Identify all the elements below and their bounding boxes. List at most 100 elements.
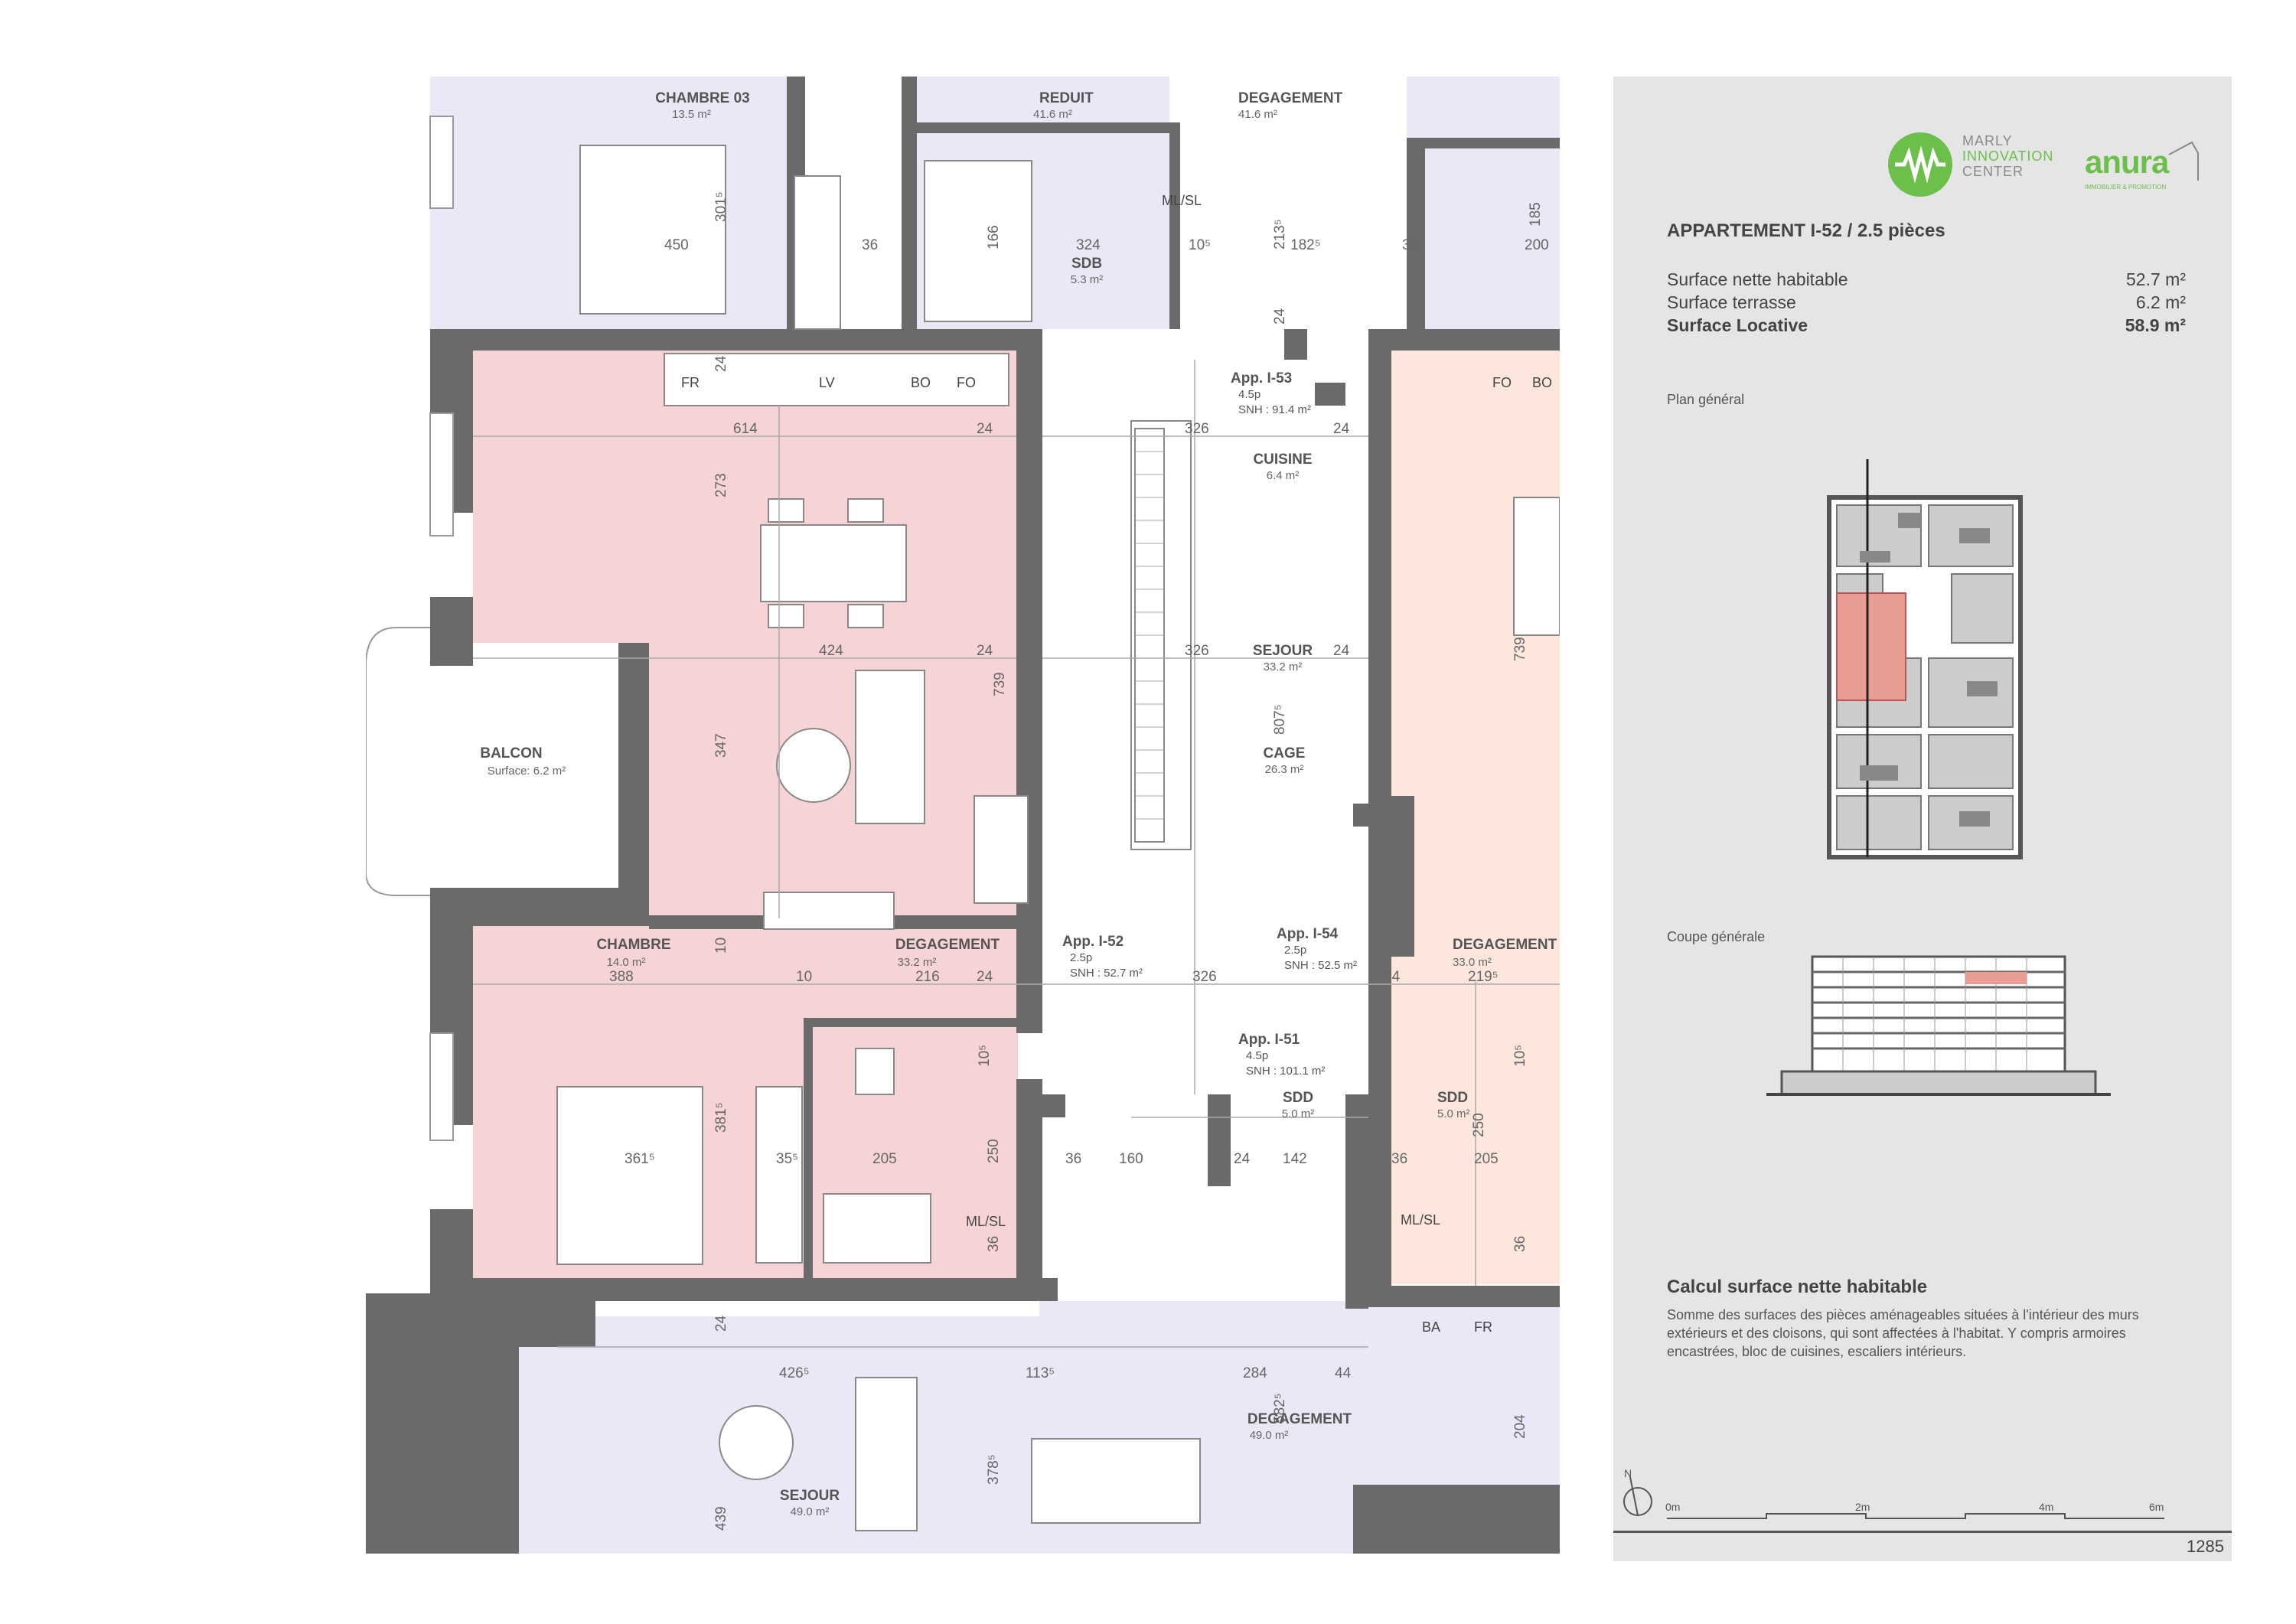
- dim: 24: [1234, 1151, 1251, 1167]
- fixture-fo: FO: [957, 375, 976, 390]
- coupe-generale-label: Coupe générale: [1667, 929, 1766, 944]
- wall: [1529, 1515, 1560, 1554]
- round-table-bottom: [719, 1405, 794, 1480]
- dim-vertical: 347: [713, 733, 729, 758]
- fixture-bo: BO: [911, 375, 931, 390]
- wall: [430, 597, 473, 666]
- dim-vertical: 10⁵: [977, 1045, 993, 1067]
- dim: 35⁵: [776, 1151, 798, 1167]
- wall: [618, 643, 649, 926]
- chair: [768, 498, 804, 523]
- toilet: [855, 1048, 895, 1095]
- dim: 205: [872, 1151, 897, 1167]
- fixture-bo-right: BO: [1532, 375, 1552, 390]
- dim: 24: [977, 421, 993, 437]
- scale-4m: 4m: [2039, 1501, 2053, 1513]
- dim: 284: [1243, 1365, 1267, 1381]
- room-name-chambre: CHAMBRE: [596, 937, 670, 953]
- dim-vertical: 250: [1471, 1113, 1487, 1137]
- calc-description: Somme des surfaces des pièces aménageabl…: [1667, 1307, 2139, 1359]
- apt-i51-type: 4.5p: [1246, 1049, 1268, 1062]
- room-area-cuisine: 6.4 m²: [1267, 469, 1300, 482]
- dim: 424: [819, 643, 843, 659]
- fixture-mlsl-top: ML/SL: [1162, 193, 1202, 208]
- room-area-reduit: 41.6 m²: [1033, 108, 1072, 121]
- room-name-balcon: BALCON: [480, 745, 542, 761]
- dim: 200: [1525, 237, 1549, 253]
- dim: 326: [1185, 643, 1209, 659]
- wall: [430, 1278, 1058, 1301]
- dim: 36: [1391, 1151, 1407, 1167]
- fixture-mlsl-right: ML/SL: [1401, 1212, 1440, 1228]
- room-name-degagement-top: DEGAGEMENT: [1238, 90, 1343, 106]
- wall: [1042, 1094, 1065, 1117]
- apt-i51-title: App. I-51: [1238, 1032, 1300, 1048]
- wall: [902, 77, 917, 329]
- tv-unit: [763, 892, 895, 930]
- fixture-fo-right: FO: [1492, 375, 1512, 390]
- surface-terrasse-label: Surface terrasse: [1667, 292, 1796, 312]
- plan-general-thumbnail: [1827, 459, 2023, 859]
- anura-tagline: IMMOBILIER & PROMOTION: [2085, 184, 2167, 191]
- calc-title: Calcul surface nette habitable: [1667, 1277, 1928, 1297]
- sofa-bottom: [855, 1377, 918, 1531]
- dim: 361⁵: [625, 1151, 655, 1167]
- room-area-degagement-bottom: 49.0 m²: [1250, 1429, 1289, 1442]
- room-name-sdb: SDB: [1071, 256, 1102, 272]
- wall: [430, 329, 1042, 351]
- upper-right-fill: [1407, 77, 1560, 329]
- dim: 24: [977, 643, 993, 659]
- apt-i52-title: App. I-52: [1062, 934, 1124, 950]
- logo-line-2: INNOVATION: [1962, 148, 2054, 164]
- apt-i52-type: 2.5p: [1070, 951, 1092, 964]
- balcony-fill: [404, 643, 626, 888]
- logo-line-3: CENTER: [1962, 164, 2024, 179]
- dim-vertical: 250: [986, 1139, 1002, 1163]
- dim: 614: [733, 421, 758, 437]
- dim: 24: [1333, 643, 1350, 659]
- anura-roof-icon: [2168, 141, 2199, 181]
- dim: 326: [1192, 969, 1217, 985]
- dim: 36: [862, 237, 878, 253]
- dim: 216: [915, 969, 940, 985]
- dim: 324: [1076, 237, 1101, 253]
- wall: [1016, 329, 1042, 1033]
- surface-locative-value: 58.9 m²: [2125, 315, 2186, 335]
- dim: 326: [1185, 421, 1209, 437]
- wall: [1407, 138, 1425, 329]
- dim-vertical: 213⁵: [1272, 219, 1288, 249]
- wall: [1368, 1286, 1560, 1307]
- wardrobe: [755, 1086, 803, 1264]
- room-area-cage: 26.3 m²: [1265, 763, 1304, 776]
- apartment-heading: APPARTEMENT I-52 / 2.5 pièces: [1667, 220, 1945, 241]
- dim-vertical: 378⁵: [986, 1454, 1002, 1485]
- bed-top: [579, 145, 726, 315]
- dim: 113⁵: [1026, 1365, 1055, 1381]
- dim-vertical: 185: [1528, 202, 1544, 227]
- wall: [430, 888, 649, 926]
- dim-vertical: 24: [1272, 308, 1288, 324]
- dim: 24: [1384, 969, 1401, 985]
- dim-vertical: 36: [986, 1236, 1002, 1252]
- north-label: N: [1624, 1467, 1632, 1479]
- wall: [519, 1301, 595, 1347]
- wall: [1353, 1485, 1560, 1554]
- room-area-chambre03: 13.5 m²: [672, 108, 711, 121]
- coffee-table: [776, 728, 851, 803]
- room-area-sdd-right: 5.0 m²: [1437, 1107, 1470, 1120]
- room-name-sdd-right: SDD: [1437, 1090, 1468, 1106]
- apt-i51-snh: SNH : 101.1 m²: [1246, 1065, 1325, 1078]
- fixture-fr: FR: [681, 375, 700, 390]
- surface-terrasse-value: 6.2 m²: [2135, 292, 2186, 312]
- apt-i52-snh: SNH : 52.7 m²: [1070, 967, 1143, 980]
- wall: [1422, 138, 1560, 148]
- dim: 10⁵: [1189, 237, 1211, 253]
- dim-vertical: 204: [1512, 1414, 1528, 1439]
- wall: [1345, 1094, 1368, 1309]
- room-name-sdd: SDD: [1283, 1090, 1313, 1106]
- coupe-generale-thumbnail: [1766, 955, 2111, 1096]
- room-name-reduit: REDUIT: [1039, 90, 1094, 106]
- wall: [366, 1293, 519, 1554]
- window: [429, 1032, 454, 1141]
- room-name-sejour-bottom: SEJOUR: [780, 1488, 840, 1504]
